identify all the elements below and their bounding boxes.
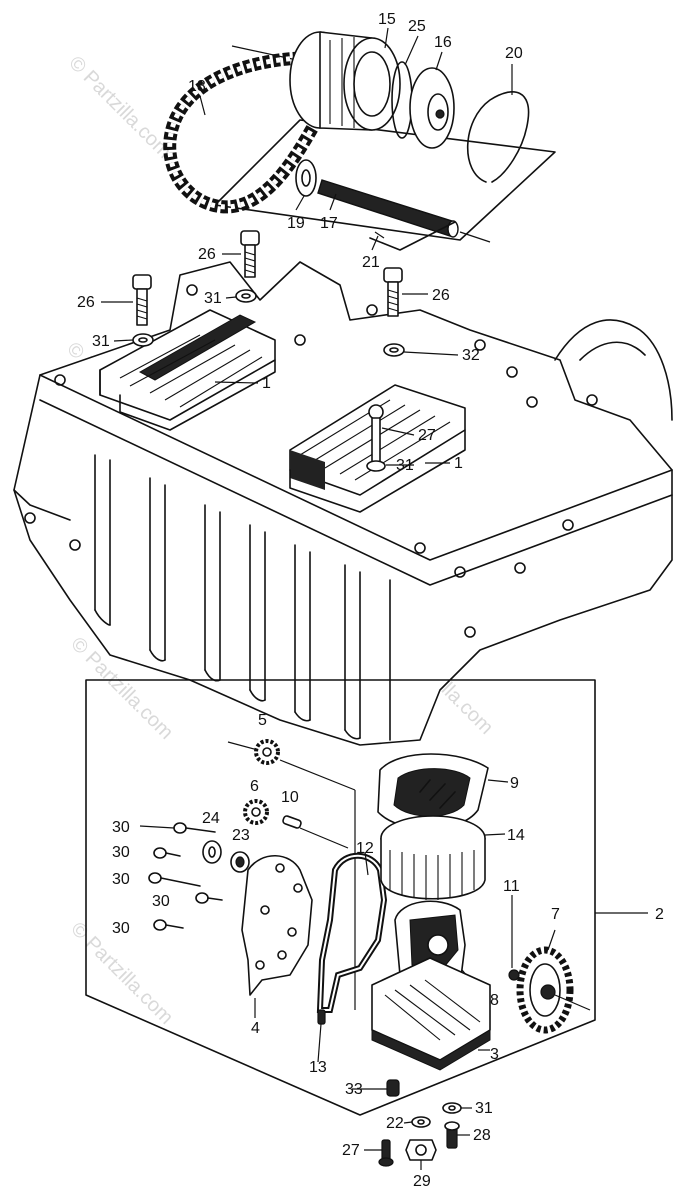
callout-29: 29 [413,1173,431,1190]
bolt-26-a [240,230,260,278]
callout-26-b: 26 [77,294,95,311]
leader-lines [101,27,513,1170]
oil-filter-14 [380,815,506,900]
callout-5: 5 [258,712,267,729]
callout-20: 20 [505,45,523,62]
washer-31-d [442,1102,462,1114]
bolt-26-c [383,267,403,317]
callout-31-d: 31 [475,1100,493,1117]
callout-2: 2 [655,906,664,923]
dowel-pin-13 [317,1009,326,1025]
sleeve-33 [386,1079,400,1097]
oil-strainer-screen [377,753,509,830]
cap-stud [366,404,386,472]
callout-27-b: 27 [342,1142,360,1159]
callout-30-b: 30 [112,844,130,861]
bolt-26-b [132,274,152,326]
callout-30-e: 30 [112,920,130,937]
callout-6: 6 [250,778,259,795]
drum-cap [409,67,455,149]
screw-30-a [139,822,216,834]
washer-24 [202,840,222,864]
callout-7: 7 [551,906,560,923]
callout-16: 16 [434,34,452,51]
callout-13: 13 [309,1059,327,1076]
pin-11 [508,895,520,981]
callout-12: 12 [356,840,374,857]
drive-shaft [317,179,491,243]
crankcase-bolts [132,230,405,357]
watermark-1: © Partzilla.com [64,52,175,163]
bearing-cap-left [99,309,276,431]
callout-14: 14 [507,827,525,844]
callout-31-a: 31 [204,290,222,307]
callout-27-a: 27 [418,427,436,444]
callout-26-a: 26 [198,246,216,263]
screw-30-e [153,919,184,931]
callout-10: 10 [281,789,299,806]
circlip [466,91,530,183]
screw-30-b [153,847,181,859]
callout-23: 23 [232,827,250,844]
callout-24: 24 [202,810,220,827]
crankcase-fins [94,454,391,741]
pump-cover [241,855,313,1018]
callout-32: 32 [462,347,480,364]
screw-30-d [195,892,223,904]
assembly-boundary [85,679,596,1116]
pump-screws [139,822,223,931]
callout-17: 17 [320,215,338,232]
washer-31-a [235,289,257,303]
pump-base [371,957,491,1071]
callout-8: 8 [490,992,499,1009]
washer-31-b [132,333,154,347]
callout-9: 9 [510,775,519,792]
callout-19: 19 [287,215,305,232]
reference-plane [214,119,556,241]
dowel-pin-10 [282,815,349,849]
callout-21: 21 [362,254,380,271]
thrust-washer [295,159,317,197]
callout-11: 11 [503,878,520,895]
callout-1-b: 1 [454,455,463,472]
callout-labels: 15 25 16 20 18 19 17 21 26 26 26 31 31 3… [77,11,664,1190]
crankcase [13,261,673,746]
drive-chain [163,51,324,214]
callout-30-c: 30 [112,871,130,888]
callout-15: 15 [378,11,396,28]
washer-32 [383,343,405,357]
screw-30-c [148,872,201,887]
driven-gear-7 [516,929,591,1034]
bolt-28 [444,1121,460,1149]
sprocket-drum [289,31,401,131]
callout-30-a: 30 [112,819,130,836]
bolt-27 [378,1139,394,1167]
callout-3: 3 [490,1046,499,1063]
drain-plug-29 [405,1139,437,1161]
oil-pump-assembly [85,679,648,1116]
callout-18: 18 [188,78,206,95]
callout-26-c: 26 [432,287,450,304]
primary-drive-assembly [163,31,556,251]
gear-5 [254,739,280,765]
gear-6 [243,799,269,825]
callout-4: 4 [251,1020,260,1037]
callout-31-b: 31 [92,333,110,350]
washer-22 [411,1116,431,1128]
callout-22: 22 [386,1115,404,1132]
callout-25: 25 [408,18,426,35]
callout-30-d: 30 [152,893,170,910]
callout-28: 28 [473,1127,491,1144]
callout-1-a: 1 [262,375,271,392]
